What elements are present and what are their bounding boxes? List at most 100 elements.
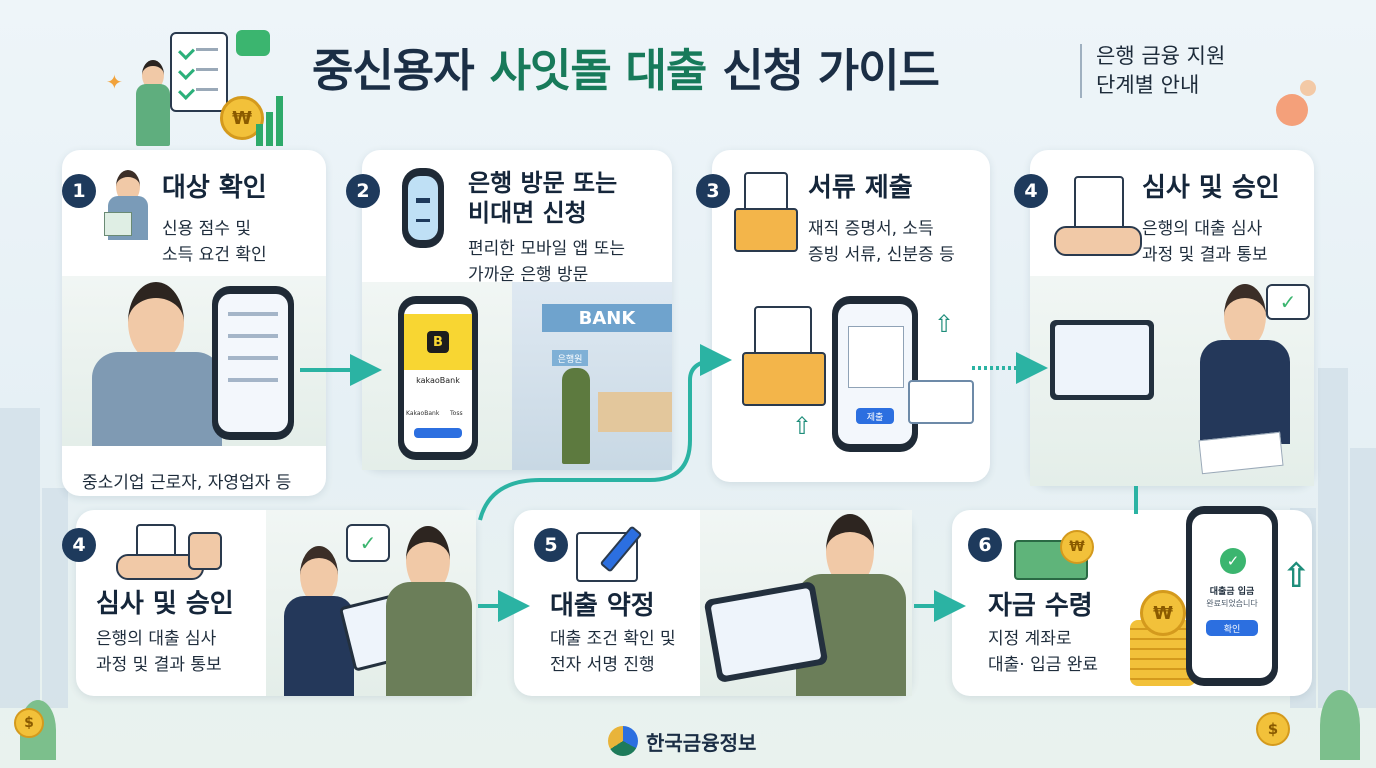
checklist-icon	[170, 32, 228, 112]
sparkle-icon: ✦	[106, 70, 123, 94]
won-coin-icon: ₩	[220, 96, 264, 140]
org-logo-icon	[608, 726, 638, 756]
document-icon	[1198, 431, 1284, 475]
step-desc: 재직 증명서, 소득 증빙 서류, 신분증 등	[808, 219, 955, 265]
step-title: 대상 확인	[162, 173, 267, 203]
step-desc: 대출 조건 확인 및 전자 서명 진행	[550, 629, 676, 675]
app-option-kakaobank[interactable]: KakaoBank	[406, 410, 440, 417]
bank-counter	[598, 392, 672, 432]
step-card-1: 1 대상 확인 신용 점수 및 소득 요건 확인 중소기업 근로자, 자영업자 …	[62, 150, 326, 496]
title-part2: 사잇돌 대출	[489, 43, 708, 97]
kakaobank-phone: B kakaoBank KakaoBank Toss	[398, 296, 478, 460]
bg-building	[1350, 448, 1376, 708]
step-card-3: 3 서류 제출 재직 증명서, 소득 증빙 서류, 신분증 등 제출 ⇧ ⇧	[696, 150, 990, 482]
check-bubble-icon: ✓	[346, 524, 390, 562]
page-subtitle: 은행 금융 지원 단계별 안내	[1096, 44, 1226, 97]
folder-icon	[742, 306, 826, 406]
bank-icon	[416, 198, 430, 222]
handshake-document-icon	[1054, 176, 1142, 256]
step-title: 자금 수령	[988, 591, 1093, 621]
confirm-button[interactable]: 확인	[1206, 620, 1258, 636]
phone-checklist-icon	[212, 286, 294, 440]
folder-document-icon	[734, 172, 798, 252]
step-note: 중소기업 근로자, 자영업자 등	[82, 473, 292, 493]
counter-sign: 은행원	[552, 350, 588, 366]
step-number: 5	[534, 528, 568, 562]
submit-button[interactable]: 제출	[856, 408, 894, 424]
decor-circle-icon	[1300, 80, 1316, 96]
cash-stack-icon: ₩	[1014, 530, 1094, 580]
step-number: 2	[346, 174, 380, 208]
bank-app-phone-icon	[402, 168, 444, 248]
step-number: 4	[62, 528, 96, 562]
step-title: 대출 약정	[550, 591, 655, 621]
customer-figure	[386, 526, 472, 696]
step-card-5: 5 대출 약정 대출 조건 확인 및 전자 서명 진행	[514, 510, 912, 696]
header-illustration: ₩ ✦	[106, 30, 286, 148]
person-document-icon	[104, 170, 152, 240]
thumbs-up-icon	[188, 532, 222, 570]
step-number: 3	[696, 174, 730, 208]
upload-arrow-icon: ⇧	[792, 412, 813, 440]
check-bubble-icon	[236, 30, 270, 56]
person-figure	[92, 282, 222, 446]
bank-sign: BANK	[542, 304, 672, 332]
step-illustration: B kakaoBank KakaoBank Toss BANK 은행원	[362, 282, 672, 470]
app-name: kakaoBank	[416, 376, 460, 385]
step-card-6: 6 ₩ 자금 수령 지정 계좌로 대출· 입금 완료 ₩ ✓ 대출금 입금 완료…	[952, 506, 1312, 696]
step-desc: 편리한 모바일 앱 또는 가까운 은행 방문	[468, 239, 625, 285]
org-name: 한국금융정보	[646, 730, 757, 755]
step-desc: 지정 계좌로 대출· 입금 완료	[988, 629, 1099, 675]
step-title: 심사 및 승인	[96, 589, 234, 619]
step-card-2: 2 은행 방문 또는 비대면 신청 편리한 모바일 앱 또는 가까운 은행 방문…	[346, 150, 672, 470]
app-submit-button[interactable]	[414, 428, 462, 438]
dollar-coin-icon: $	[1256, 712, 1290, 746]
page-title: 중신용자 사잇돌 대출 신청 가이드	[312, 34, 940, 98]
banker-figure	[1200, 284, 1290, 444]
deposit-status-line1: 대출금 입금	[1209, 587, 1255, 597]
person-figure	[562, 368, 590, 464]
growth-arrow-icon: ⇧	[1282, 556, 1311, 596]
step-desc: 은행의 대출 심사 과정 및 결과 통보	[1142, 219, 1268, 265]
bg-building	[42, 488, 68, 708]
step-title: 심사 및 승인	[1142, 173, 1280, 203]
step-card-4b: 4 심사 및 승인 은행의 대출 심사 과정 및 결과 통보 ✓	[62, 510, 476, 696]
bg-building	[1318, 368, 1348, 708]
coin-stack-icon: ₩	[1130, 590, 1202, 686]
step-title: 서류 제출	[808, 173, 913, 203]
step-card-4a: 4 심사 및 승인 은행의 대출 심사 과정 및 결과 통보 ✓	[1014, 150, 1314, 486]
title-part3: 신청 가이드	[722, 43, 940, 97]
step-illustration: ✓	[1030, 276, 1314, 486]
check-bubble-icon: ✓	[1266, 284, 1310, 320]
upload-phone: 제출	[832, 296, 918, 452]
step-number: 6	[968, 528, 1002, 562]
step-illustration: ✓	[266, 510, 476, 696]
step-title: 은행 방문 또는 비대면 신청	[468, 169, 618, 227]
growth-bars-icon	[256, 90, 286, 146]
monitor-icon	[1050, 320, 1154, 400]
app-logo: B	[404, 314, 472, 370]
step-desc: 신용 점수 및 소득 요건 확인	[162, 219, 267, 265]
decor-circle-icon	[1276, 94, 1308, 126]
id-card-icon	[848, 326, 904, 388]
bg-building	[0, 408, 40, 708]
step-desc: 은행의 대출 심사 과정 및 결과 통보	[96, 629, 222, 675]
plant-icon	[1320, 690, 1360, 760]
id-card-icon	[908, 380, 974, 424]
dollar-coin-icon: $	[14, 708, 44, 738]
deposit-phone: ✓ 대출금 입금 완료되었습니다 확인	[1186, 506, 1278, 686]
step-number: 1	[62, 174, 96, 208]
step-illustration	[700, 510, 912, 696]
app-option-toss[interactable]: Toss	[450, 410, 463, 417]
step-number: 4	[1014, 174, 1048, 208]
footer-brand: 한국금융정보	[608, 724, 756, 758]
check-circle-icon: ✓	[1220, 548, 1246, 574]
deposit-status-line2: 완료되었습니다	[1206, 599, 1258, 608]
person-figure	[134, 60, 172, 146]
signature-pen-icon	[576, 524, 646, 582]
step-illustration	[62, 276, 326, 446]
bank-branch-scene: BANK 은행원	[512, 282, 672, 470]
upload-arrow-icon: ⇧	[934, 310, 955, 338]
title-divider	[1080, 44, 1082, 98]
title-part1: 중신용자	[312, 43, 475, 97]
